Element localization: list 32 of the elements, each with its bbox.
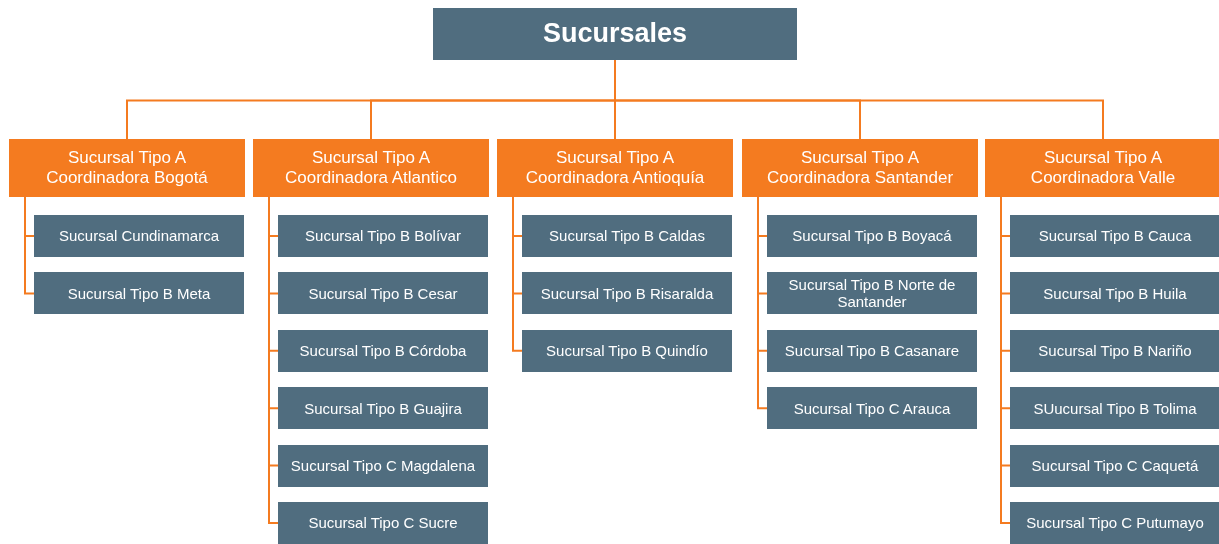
branch-box: Sucursal Tipo B Cauca <box>1010 215 1219 257</box>
branch-box: Sucursal Tipo B Caldas <box>522 215 732 257</box>
branch-box: Sucursal Tipo B Guajira <box>278 387 488 430</box>
branch-box: Sucursal Tipo B Meta <box>34 272 244 315</box>
branch-box: Sucursal Tipo B Norte de Santander <box>767 272 977 315</box>
branch-box: Sucursal Tipo B Nariño <box>1010 329 1219 372</box>
coordinator-box: Sucursal Tipo A Coordinadora Santander <box>742 139 978 197</box>
branch-box: Sucursal Tipo B Boyacá <box>767 215 977 257</box>
connector-line <box>1000 196 1011 524</box>
coordinator-box: Sucursal Tipo A Coordinadora Atlantico <box>253 139 489 197</box>
branch-box: Sucursal Tipo C Sucre <box>278 502 488 544</box>
branch-box: SUucursal Tipo B Tolima <box>1010 387 1219 430</box>
branch-box: Sucursal Tipo C Putumayo <box>1010 502 1219 544</box>
branch-box: Sucursal Tipo B Bolívar <box>278 215 488 257</box>
branch-box: Sucursal Tipo B Huila <box>1010 272 1219 315</box>
branch-box: Sucursal Tipo C Magdalena <box>278 444 488 487</box>
branch-box: Sucursal Cundinamarca <box>34 215 244 257</box>
coordinator-box: Sucursal Tipo A Coordinadora Antioquía <box>497 139 733 197</box>
coordinator-box: Sucursal Tipo A Coordinadora Bogotá <box>9 139 245 197</box>
branch-box: Sucursal Tipo B Quindío <box>522 329 732 372</box>
root-box: Sucursales <box>433 8 797 60</box>
branch-box: Sucursal Tipo B Casanare <box>767 329 977 372</box>
branch-box: Sucursal Tipo C Arauca <box>767 387 977 430</box>
connector-line <box>24 196 35 295</box>
connector-line <box>757 196 768 410</box>
coordinator-box: Sucursal Tipo A Coordinadora Valle <box>985 139 1219 197</box>
connector-line <box>268 196 279 524</box>
branch-box: Sucursal Tipo B Cesar <box>278 272 488 315</box>
connector-line <box>512 196 523 352</box>
branch-box: Sucursal Tipo C Caquetá <box>1010 444 1219 487</box>
branch-box: Sucursal Tipo B Córdoba <box>278 329 488 372</box>
branch-box: Sucursal Tipo B Risaralda <box>522 272 732 315</box>
